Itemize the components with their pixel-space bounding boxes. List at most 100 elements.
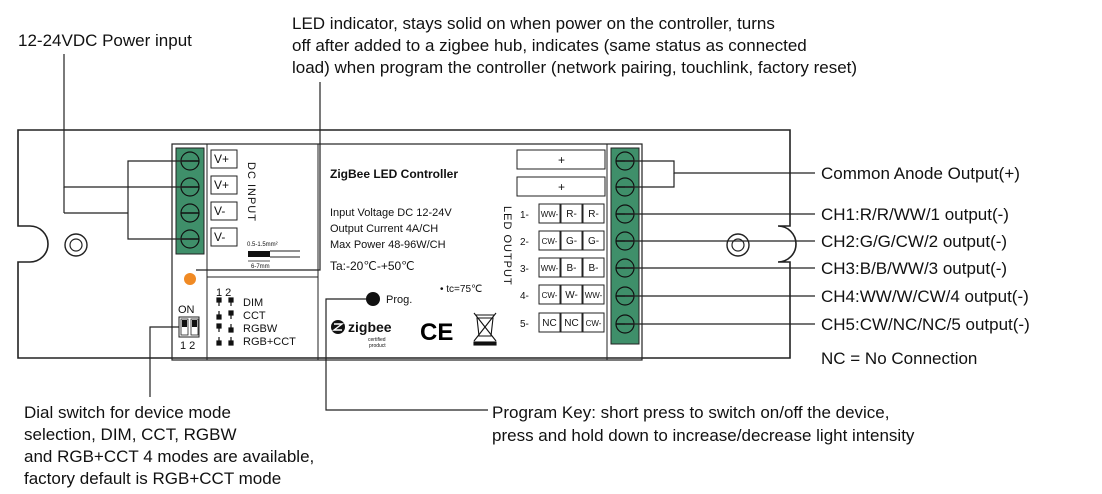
spec-ambient-temp: Ta:-20℃-+50℃ (330, 259, 415, 273)
output-labels: Common Anode Output(+) CH1:R/R/WW/1 outpu… (821, 164, 1030, 334)
led-indicator-text-2: off after added to a zigbee hub, indicat… (292, 36, 807, 55)
output-cell-label: G- (588, 236, 599, 247)
input-terminal-label: V- (214, 204, 225, 218)
output-cell-box (582, 257, 605, 278)
output-cell-box (582, 312, 605, 333)
output-cell-label: R- (588, 209, 599, 220)
spec-input-voltage: Input Voltage DC 12-24V (330, 207, 452, 219)
output-cell-label: WW- (541, 264, 559, 273)
output-cell-box (560, 203, 583, 224)
mode-symbols (216, 297, 234, 346)
controller-housing (17, 129, 797, 359)
mode-label: CCT (243, 310, 266, 322)
output-cell-label: CW- (542, 291, 558, 300)
prog-text-1: Program Key: short press to switch on/of… (492, 403, 889, 422)
output-cell-label: R- (566, 209, 577, 220)
input-terminal-box (210, 175, 238, 195)
leader-lines (63, 54, 815, 411)
input-terminal-label: V+ (214, 152, 229, 166)
switch-on-label: ON (178, 304, 195, 316)
output-cell-box (560, 230, 583, 251)
dial-switch[interactable] (178, 316, 200, 338)
output-label: Common Anode Output(+) (821, 164, 1020, 183)
dial-text-3: and RGB+CCT 4 modes are available, (24, 447, 314, 466)
mode-label: DIM (243, 297, 263, 309)
switch-top-numbers: 1 2 (216, 287, 231, 299)
output-label: CH1:R/R/WW/1 output(-) (821, 205, 1009, 224)
device-title: ZigBee LED Controller (330, 167, 458, 181)
dial-text-4: factory default is RGB+CCT mode (24, 469, 281, 488)
output-cell-label: CW- (586, 319, 602, 328)
output-channel-table: ++1-WW-R-R-2-CW-G-G-3-WW-B-B-4-CW-W-WW-5… (516, 149, 606, 333)
output-label: CH3:B/B/WW/3 output(-) (821, 259, 1007, 278)
output-cell-box (538, 230, 561, 251)
input-terminal-label: V+ (214, 178, 229, 192)
spec-max-power: Max Power 48-96W/CH (330, 239, 446, 251)
led-indicator-dot (184, 273, 196, 285)
output-cell-label: G- (566, 236, 577, 247)
output-row-number: 1- (520, 210, 529, 221)
output-leader-lines (625, 213, 815, 325)
output-label: CH2:G/G/CW/2 output(-) (821, 232, 1007, 251)
output-row-number: 5- (520, 319, 529, 330)
output-cell-box (538, 312, 561, 333)
ce-mark: CE (420, 319, 453, 346)
output-row-number: 3- (520, 264, 529, 275)
wire-strip-text: 6-7mm (251, 264, 270, 270)
output-cell-label: B- (567, 263, 577, 274)
output-terminal-block (610, 147, 640, 345)
zigbee-logo: zigbee certified product (331, 319, 392, 349)
output-cell-box (538, 284, 561, 305)
output-plus-label: + (558, 180, 565, 194)
led-indicator-text-1: LED indicator, stays solid on when power… (292, 14, 775, 33)
output-plus-box (516, 176, 606, 197)
output-row-number: 4- (520, 291, 529, 302)
svg-text:product: product (369, 343, 386, 349)
output-plus-label: + (558, 153, 565, 167)
program-key-button[interactable] (366, 292, 380, 306)
mounting-hole-right (726, 233, 750, 257)
nc-note: NC = No Connection (821, 349, 977, 368)
mode-label: RGB+CCT (243, 336, 296, 348)
wire-spec-graphic: 0.5-1.5mm² 6-7mm (247, 242, 300, 270)
svg-text:certified: certified (368, 337, 386, 343)
input-terminal-box (210, 227, 238, 247)
dial-text-2: selection, DIM, CCT, RGBW (24, 425, 237, 444)
output-cell-label: WW- (585, 291, 603, 300)
spec-tc: • tc=75℃ (440, 284, 482, 295)
output-label: CH4:WW/W/CW/4 output(-) (821, 287, 1029, 306)
output-cell-label: CW- (542, 237, 558, 246)
mounting-hole-left (64, 233, 88, 257)
output-cell-label: W- (565, 290, 578, 301)
svg-text:zigbee: zigbee (348, 319, 392, 335)
wire-gauge-text: 0.5-1.5mm² (247, 242, 278, 248)
output-plus-box (516, 149, 606, 170)
output-cell-label: WW- (541, 210, 559, 219)
output-cell-box (560, 284, 583, 305)
inner-panel (171, 143, 643, 361)
power-input-label: 12-24VDC Power input (18, 31, 192, 50)
output-label: CH5:CW/NC/NC/5 output(-) (821, 315, 1030, 334)
dial-text-1: Dial switch for device mode (24, 403, 231, 422)
input-terminal-labels: V+ V+ V- V- (210, 149, 238, 247)
output-cell-label: NC (564, 318, 578, 329)
output-cell-box (582, 284, 605, 305)
input-terminal-box (210, 149, 238, 169)
switch-bottom-numbers: 1 2 (180, 340, 195, 352)
spec-output-current: Output Current 4A/CH (330, 223, 438, 235)
output-row-number: 2- (520, 237, 529, 248)
input-terminal-label: V- (214, 230, 225, 244)
prog-text-2: press and hold down to increase/decrease… (492, 426, 915, 445)
output-cell-box (560, 312, 583, 333)
led-output-label: LED OUTPUT (501, 206, 513, 286)
output-cell-box (560, 257, 583, 278)
input-terminal-box (210, 201, 238, 221)
output-cell-box (538, 257, 561, 278)
input-terminal-block (175, 147, 205, 255)
mode-label: RGBW (243, 323, 278, 335)
program-key-label: Prog. (386, 294, 412, 306)
output-cell-box (582, 230, 605, 251)
output-cell-box (582, 203, 605, 224)
